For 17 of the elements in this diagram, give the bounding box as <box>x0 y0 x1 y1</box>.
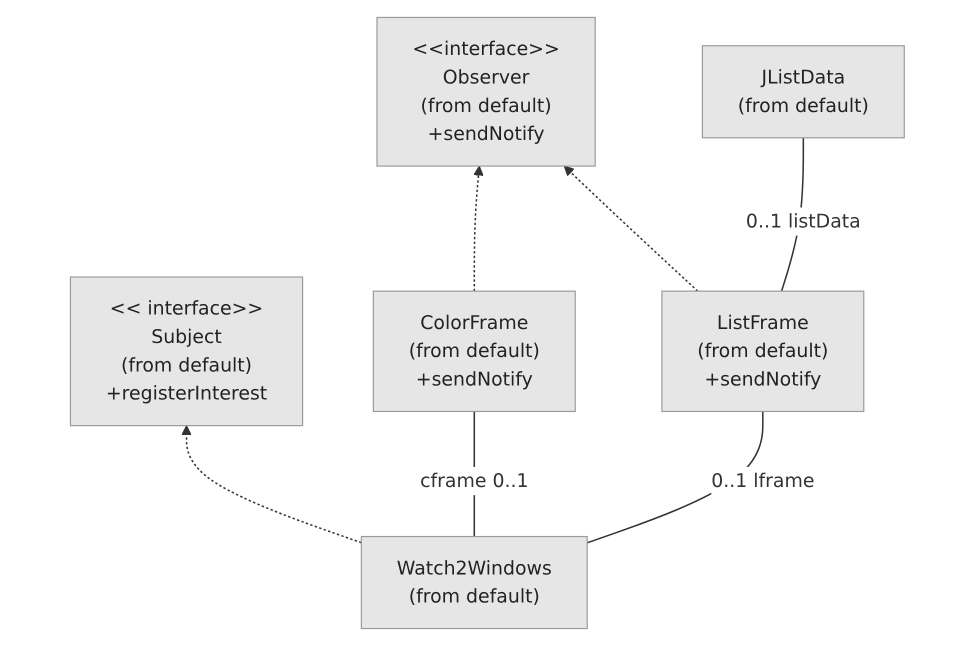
node-label: << interface>> <box>110 296 264 319</box>
node-label: <<interface>> <box>412 36 560 60</box>
node-label: Observer <box>442 65 530 88</box>
class-box: JListData (from default) <box>702 44 905 138</box>
class-box: << interface>> Subject (from default) +registerInterest <box>70 276 304 426</box>
class-box: Watch2Windows (from default) <box>360 535 588 629</box>
node-label: (from default) <box>420 94 552 116</box>
node-label: Subject <box>151 324 222 348</box>
node-label: +sendNotify <box>428 122 545 144</box>
class-box: ColorFrame (from default) +sendNotify <box>372 290 576 412</box>
class-box: ListFrame (from default) +sendNotify <box>661 290 864 412</box>
node-label: +registerInterest <box>106 381 268 404</box>
edge-label: cframe 0..1 <box>420 466 529 495</box>
node-label: (from default) <box>121 353 252 376</box>
class-box: <<interface>> Observer (from default) +sendNotify <box>376 16 596 166</box>
edge-label: 0..1 listData <box>746 206 861 236</box>
edge-label: 0..1 lframe <box>711 466 815 495</box>
